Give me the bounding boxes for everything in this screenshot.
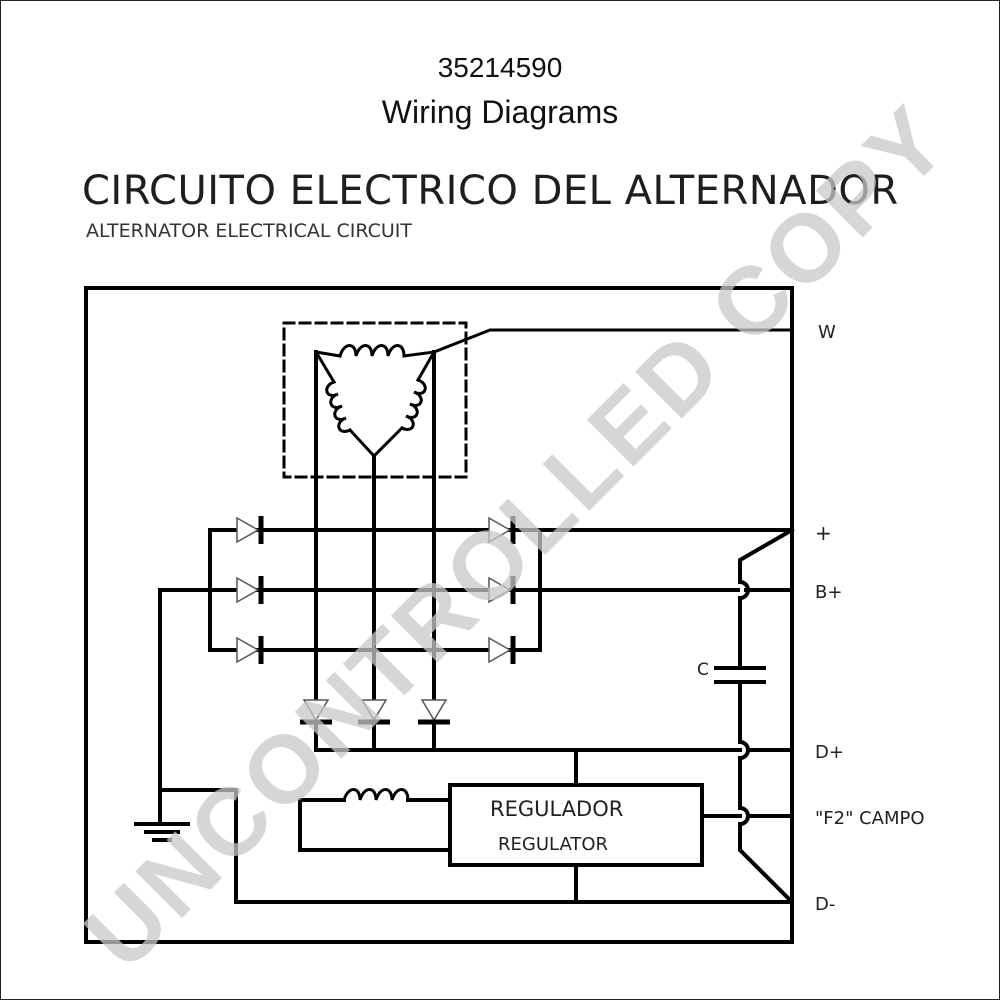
diode-icon <box>360 699 388 722</box>
terminal-bplus-label: B+ <box>815 582 842 603</box>
capacitor-label: C <box>697 660 709 680</box>
diode-icon <box>420 699 448 722</box>
stator-winding <box>313 328 794 459</box>
alternator-housing <box>84 286 794 944</box>
terminal-dminus-label: D- <box>815 894 835 915</box>
diagram-title-spanish: CIRCUITO ELECTRICO DEL ALTERNADOR <box>82 168 899 214</box>
diagram-title-english: ALTERNATOR ELECTRICAL CIRCUIT <box>86 220 412 242</box>
diode-icon <box>236 516 260 544</box>
rectifier-diodes <box>236 516 512 722</box>
part-number: 35214590 <box>437 52 563 83</box>
diode-icon <box>488 636 512 664</box>
diode-icon <box>302 699 330 722</box>
regulator-label-en: REGULATOR <box>498 834 608 855</box>
terminal-plus-label: + <box>815 521 832 545</box>
diode-icon <box>236 636 260 664</box>
terminal-w-label: W <box>818 322 836 343</box>
terminal-f2-label: "F2" CAMPO <box>815 808 925 829</box>
document-title: Wiring Diagrams <box>381 94 619 130</box>
diode-icon <box>488 516 512 544</box>
terminal-dplus-label: D+ <box>815 742 844 763</box>
regulator-label-es: REGULADOR <box>490 797 623 821</box>
diode-icon <box>488 576 512 604</box>
diode-icon <box>236 576 260 604</box>
